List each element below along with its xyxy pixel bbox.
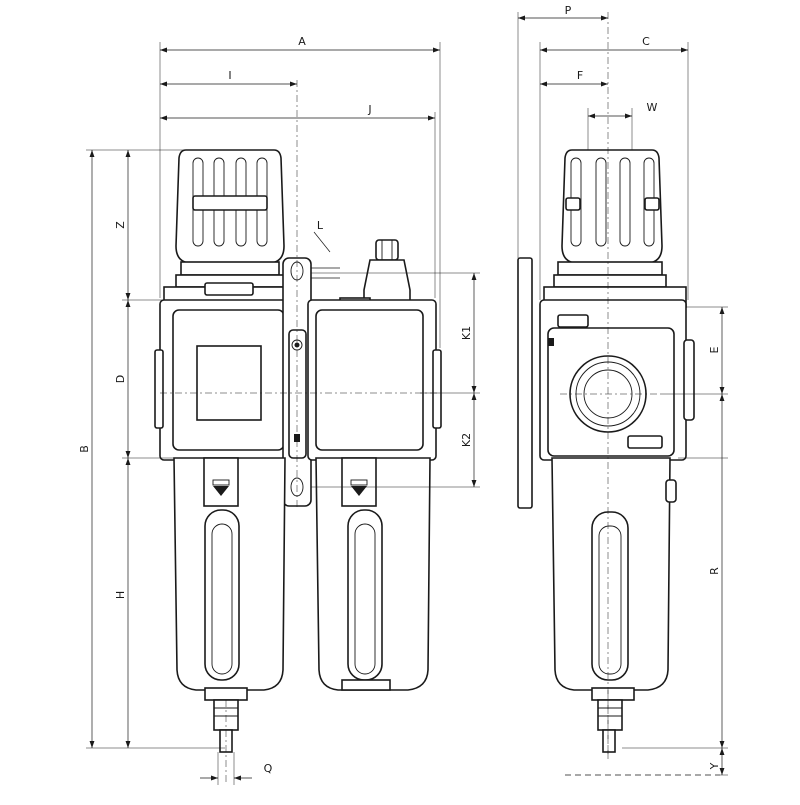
center-lines — [160, 12, 720, 785]
regulator-knob — [175, 149, 285, 288]
label-c: C — [642, 35, 650, 48]
label-j: J — [367, 103, 371, 116]
gauge-window — [196, 345, 262, 421]
label-h: H — [114, 591, 127, 599]
label-r: R — [708, 567, 721, 575]
wall-bracket — [517, 257, 533, 509]
label-a: A — [298, 35, 306, 48]
dimension-labels: A I J B Z D H K1 K2 L Q P C F W E R Y — [78, 4, 721, 775]
label-k2: K2 — [460, 433, 473, 447]
label-w: W — [647, 101, 658, 114]
lubricator-top — [339, 239, 411, 309]
side-view — [517, 149, 695, 753]
label-p: P — [565, 4, 572, 17]
dimension-lines — [89, 15, 725, 781]
label-y: Y — [708, 762, 721, 770]
label-f: F — [577, 69, 583, 82]
side-bowl — [551, 457, 677, 753]
label-q: Q — [264, 762, 273, 775]
side-regulator-knob — [553, 149, 667, 288]
right-port — [432, 349, 442, 429]
left-port — [154, 349, 164, 429]
front-view — [154, 149, 442, 753]
dimension-l-leader — [313, 231, 331, 253]
label-z: Z — [114, 221, 127, 229]
label-d: D — [114, 375, 127, 383]
filter-bowl — [173, 457, 286, 753]
label-l: L — [317, 219, 324, 232]
label-i: I — [228, 69, 231, 82]
lubricator-bowl — [315, 457, 431, 691]
label-k1: K1 — [460, 326, 473, 340]
label-b: B — [78, 445, 91, 453]
label-e: E — [708, 346, 721, 353]
